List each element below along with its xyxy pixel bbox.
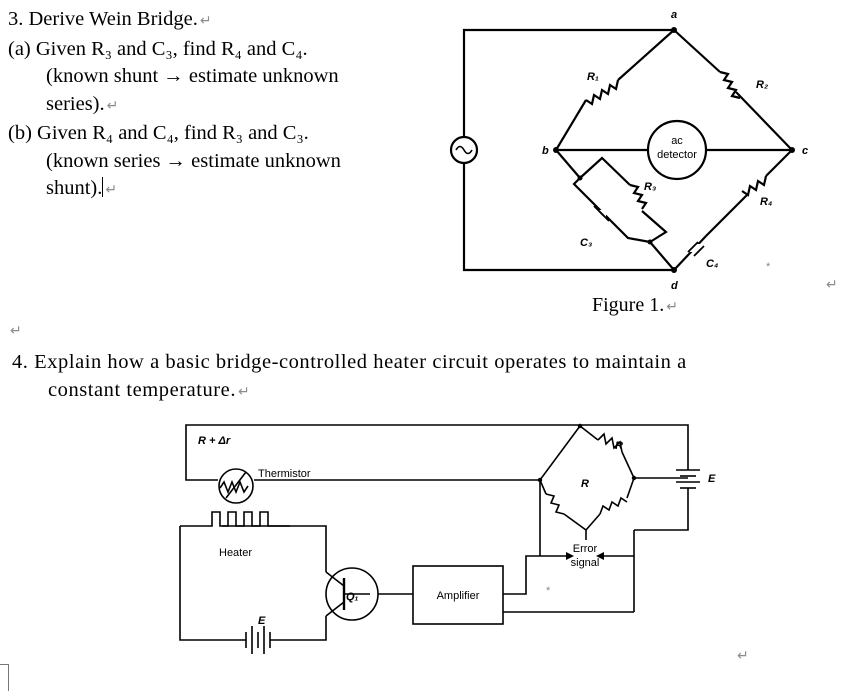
label-node-a: a <box>671 9 677 21</box>
asterisk-mark: * <box>766 261 771 273</box>
label-r-top: R <box>615 440 623 452</box>
text-cursor <box>102 177 104 197</box>
q3-part-a-line3: series).↵ <box>46 92 119 115</box>
thermistor-icon <box>218 468 254 504</box>
asterisk-mark: * <box>546 585 551 597</box>
ac-detector <box>646 119 708 181</box>
ac-source-icon <box>449 135 479 165</box>
paragraph-mark: ↵ <box>826 277 838 293</box>
page-corner-marker <box>0 664 9 691</box>
label-r2: R₂ <box>756 79 768 91</box>
node-a <box>671 27 677 33</box>
label-node-d: d <box>671 280 678 292</box>
label-e-battery: E <box>258 615 266 627</box>
resistor-r2 <box>719 70 741 100</box>
paragraph-mark: ↵ <box>106 97 119 114</box>
label-amplifier: Amplifier <box>437 590 480 602</box>
resistor-r3 <box>629 183 648 210</box>
node-c <box>789 147 795 153</box>
label-r4: R₄ <box>760 196 772 208</box>
q3-title: 3. Derive Wein Bridge.↵ <box>8 8 212 30</box>
label-thermistor: Thermistor <box>258 468 311 480</box>
figure-1-wien-bridge: a b c d R₁ R₂ R₃ R₄ C₃ C₄ ac detector * <box>449 9 808 292</box>
detector-label-1: ac <box>671 135 683 147</box>
label-r-delta: R + Δr <box>198 435 231 447</box>
heater-icon <box>180 511 290 527</box>
label-c3: C₃ <box>580 237 592 249</box>
label-error: Error <box>573 543 598 555</box>
node-b <box>553 147 559 153</box>
capacitor-c3 <box>593 205 610 222</box>
detector-label-2: detector <box>657 149 697 161</box>
capacitor-c4 <box>687 241 705 257</box>
label-e-supply: E <box>708 473 716 485</box>
resistor-bridge-right <box>599 496 628 515</box>
node-d <box>671 267 677 273</box>
label-r1: R₁ <box>587 71 599 83</box>
question-4: 4. Explain how a basic bridge-controlled… <box>12 348 687 406</box>
ac-wave <box>455 145 473 155</box>
question-3: 3. Derive Wein Bridge.↵ (a) Given R₃ and… <box>8 6 341 205</box>
q4-line2: constant temperature.↵ <box>48 379 251 401</box>
q3-part-a: (a) Given R₃ and C₃, find R₄ and C₄. <box>8 37 308 60</box>
wire-top <box>462 28 674 137</box>
label-c4: C₄ <box>706 258 718 270</box>
q4-line1: 4. Explain how a basic bridge-controlled… <box>12 351 687 373</box>
amplifier-box <box>412 565 504 625</box>
resistor-r4 <box>741 175 768 197</box>
label-r-mid: R <box>581 478 589 490</box>
q3-part-a-line2: (known shunt → estimate unknown <box>46 65 339 87</box>
paragraph-mark: ↵ <box>199 13 212 29</box>
paragraph-mark: ↵ <box>10 323 22 339</box>
wire-bottom <box>462 163 674 272</box>
paragraph-mark: ↵ <box>105 182 118 198</box>
q3-part-b: (b) Given R₄ and C₄, find R₃ and C₃. <box>8 122 309 144</box>
label-node-b: b <box>542 145 549 157</box>
paragraph-mark: ↵ <box>238 384 251 400</box>
label-heater: Heater <box>219 547 252 559</box>
q3-part-b-line2: (known series → estimate unknown <box>46 149 341 172</box>
resistor-bridge-left <box>545 493 565 515</box>
label-signal: signal <box>571 557 600 569</box>
figure-1-caption: Figure 1.↵ <box>592 294 678 316</box>
q3-part-b-line3: shunt).↵ <box>46 177 118 199</box>
paragraph-mark: ↵ <box>666 299 678 315</box>
paragraph-mark: ↵ <box>737 648 749 664</box>
resistor-r1 <box>585 79 620 106</box>
label-node-c: c <box>802 145 808 157</box>
label-r3: R₃ <box>644 181 656 193</box>
resistor-r-top <box>597 432 623 453</box>
label-q1: Q₁ <box>346 591 359 603</box>
transistor-q1-icon <box>325 567 379 621</box>
